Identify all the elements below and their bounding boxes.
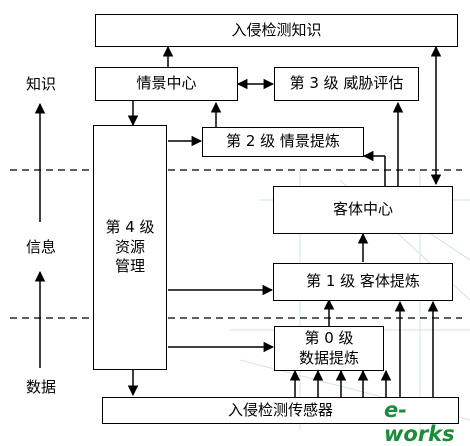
box-level0-stack: 第 0 级 数据提炼 — [299, 329, 359, 368]
box-level4-line1: 第 4 级 — [105, 218, 155, 237]
box-sensor: 入侵检测传感器 — [102, 397, 459, 424]
box-situation-center-text: 情景中心 — [136, 74, 197, 93]
box-level4-line3: 管理 — [114, 257, 145, 276]
box-object-center-text: 客体中心 — [332, 200, 393, 219]
box-level0-line2: 数据提炼 — [298, 348, 359, 367]
eworks-watermark-logo: e-works — [384, 398, 455, 446]
box-situation-center: 情景中心 — [95, 67, 238, 101]
box-intrusion-knowledge: 入侵检测知识 — [95, 14, 458, 47]
box-level3-threat: 第 3 级 威胁评估 — [274, 67, 419, 101]
diagram-canvas: 知识 信息 数据 入侵检测知识 情景中心 第 3 级 威胁评估 第 2 级 情景… — [10, 14, 470, 446]
box-level2-situation: 第 2 级 情景提炼 — [202, 127, 364, 157]
label-data: 数据 — [26, 378, 57, 396]
diagram-lines — [10, 45, 470, 436]
box-intrusion-knowledge-text: 入侵检测知识 — [231, 20, 322, 39]
label-information: 信息 — [26, 238, 57, 256]
box-level4-stack: 第 4 级 资源 管理 — [105, 218, 154, 277]
box-level4-line2: 资源 — [114, 237, 145, 256]
level-separators — [10, 169, 462, 319]
box-level4-resource: 第 4 级 资源 管理 — [93, 125, 167, 370]
box-level0-line1: 第 0 级 — [304, 329, 354, 347]
box-object-center: 客体中心 — [273, 186, 453, 234]
box-level1-text: 第 1 级 客体提炼 — [306, 272, 420, 291]
box-level3-text: 第 3 级 威胁评估 — [289, 74, 404, 93]
label-knowledge: 知识 — [26, 75, 57, 93]
box-level1-object: 第 1 级 客体提炼 — [273, 263, 453, 301]
box-sensor-text: 入侵检测传感器 — [227, 400, 333, 419]
box-level0-data: 第 0 级 数据提炼 — [274, 326, 384, 371]
box-level2-text: 第 2 级 情景提炼 — [226, 132, 340, 151]
